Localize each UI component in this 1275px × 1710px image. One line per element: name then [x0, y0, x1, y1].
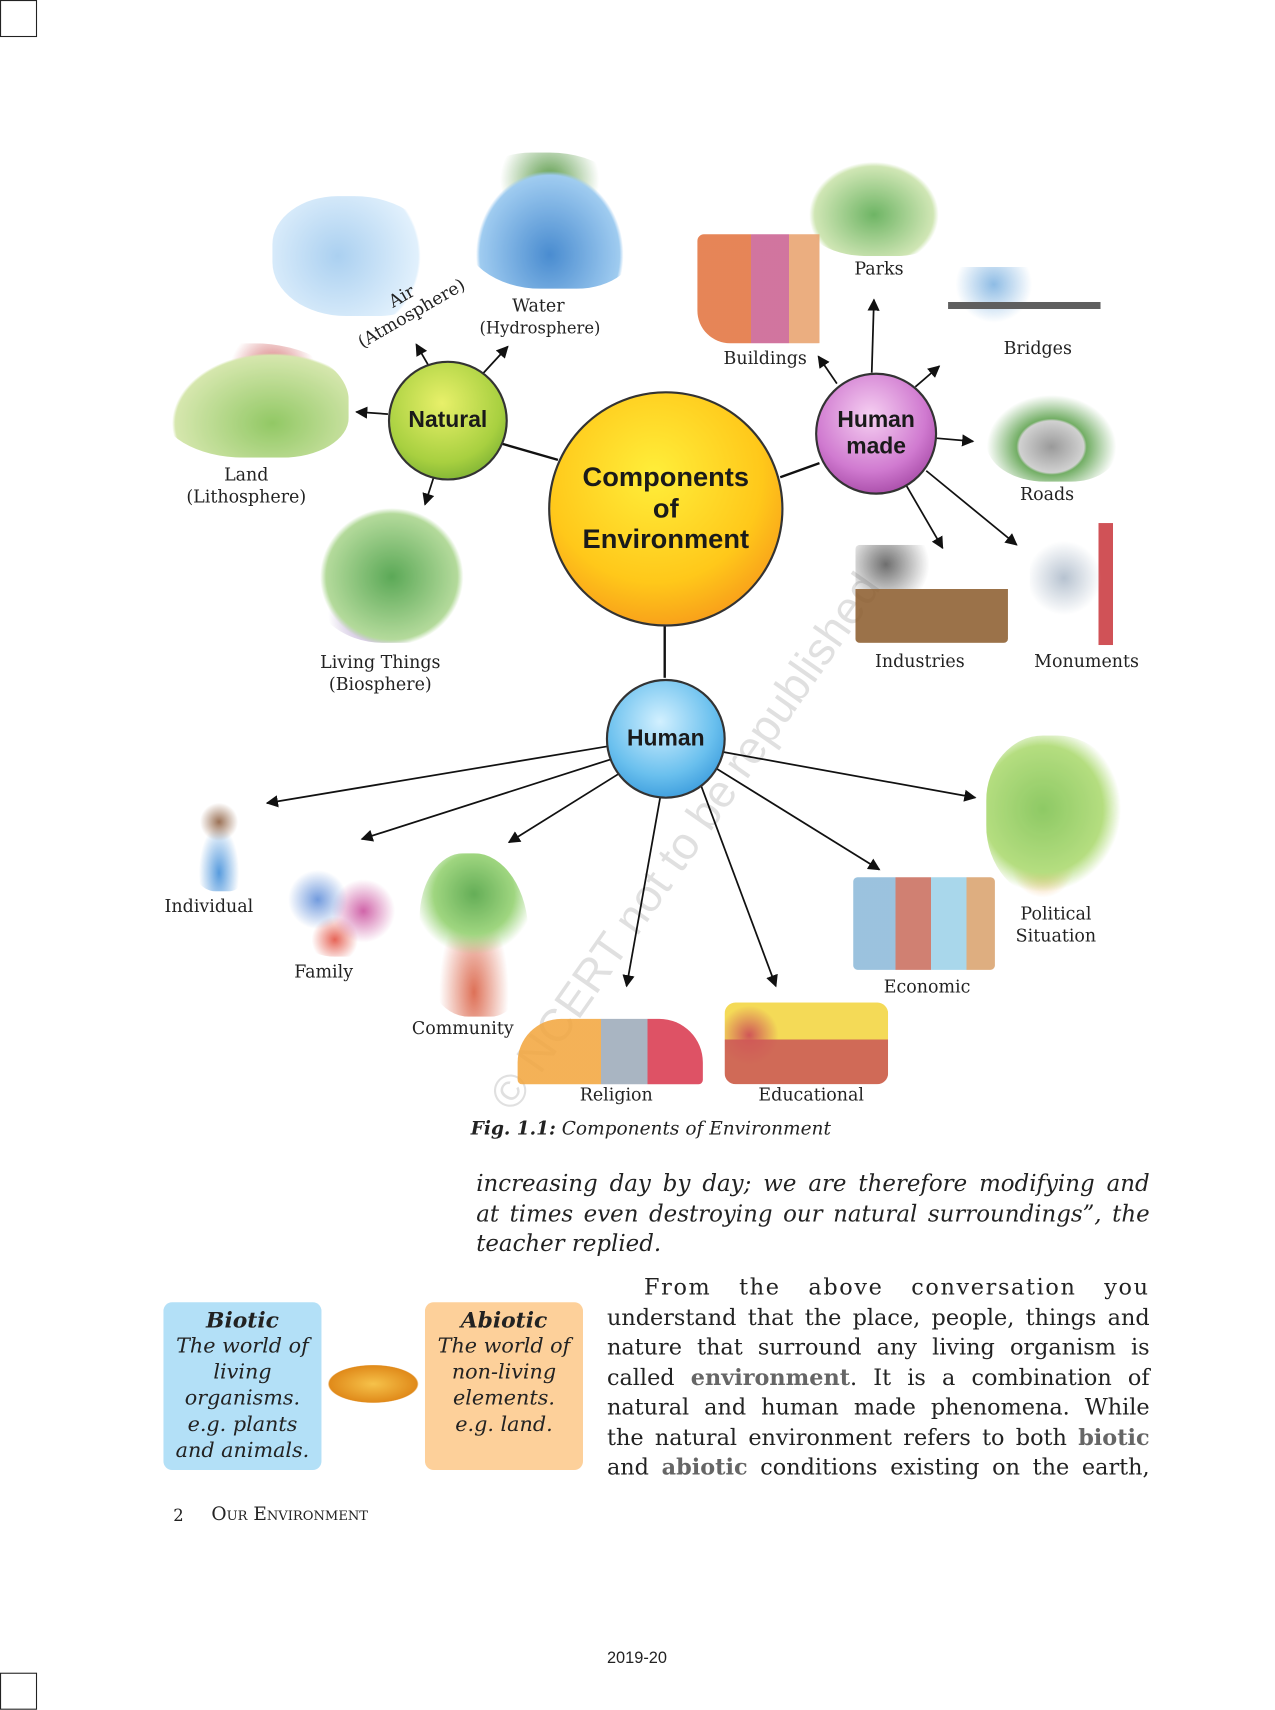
- individual-illustration: [187, 798, 251, 892]
- center-line-2: of: [652, 493, 679, 524]
- center-line-3: Environment: [582, 524, 750, 556]
- label-economic: Economic: [883, 976, 971, 998]
- natural-hub: Natural: [387, 360, 508, 481]
- label-water: Water(Hydrosphere): [479, 295, 601, 338]
- political-map-illustration: [986, 735, 1128, 900]
- label-living-things: Living Things(Biosphere): [320, 651, 441, 695]
- running-title: Our Environment: [211, 1503, 369, 1526]
- air-illustration: [272, 196, 436, 317]
- quote-line-3: teacher replied.: [476, 1230, 662, 1257]
- buildings-illustration: [697, 234, 850, 344]
- label-religion: Religion: [579, 1084, 653, 1105]
- natural-label: Natural: [408, 407, 488, 433]
- biotic-title: Biotic: [206, 1306, 279, 1333]
- bridges-illustration: [948, 266, 1101, 355]
- label-buildings: Buildings: [723, 347, 807, 369]
- label-monuments: Monuments: [1034, 650, 1139, 672]
- label-community: Community: [411, 1017, 514, 1039]
- abiotic-box: Abiotic The world of non-living elements…: [424, 1302, 583, 1471]
- label-educational: Educational: [758, 1084, 864, 1105]
- label-individual: Individual: [164, 895, 254, 917]
- body-paragraph: From the above conversation you understa…: [606, 1273, 1150, 1480]
- land-illustration: [158, 343, 349, 458]
- label-industries: Industries: [875, 650, 965, 672]
- term-biotic: biotic: [1078, 1423, 1150, 1450]
- monuments-illustration: [1029, 523, 1128, 646]
- term-environment: environment: [690, 1363, 851, 1390]
- crop-mark-top: [0, 0, 38, 38]
- human-made-line-2: made: [846, 433, 907, 459]
- label-parks: Parks: [854, 258, 904, 279]
- roads-illustration: [986, 394, 1117, 482]
- quote-line-2: at times even destroying our natural sur…: [476, 1200, 1150, 1228]
- label-bridges: Bridges: [1003, 337, 1072, 359]
- educational-illustration: [724, 1002, 889, 1085]
- community-illustration: [419, 853, 529, 1017]
- human-label: Human: [627, 725, 705, 751]
- human-hub: Human: [605, 678, 726, 799]
- biotic-box: Biotic The world of living organisms. e.…: [163, 1302, 322, 1471]
- center-line-1: Components: [582, 461, 750, 493]
- label-roads: Roads: [1019, 483, 1075, 505]
- term-abiotic: abiotic: [661, 1453, 748, 1480]
- water-illustration: [459, 152, 640, 289]
- industries-illustration: [855, 544, 1008, 643]
- label-land: Land(Lithosphere): [186, 464, 307, 507]
- year-stamp: 2019-20: [606, 1648, 667, 1668]
- figure-caption: Fig. 1.1: Components of Environment: [470, 1118, 831, 1140]
- economic-illustration: [853, 877, 995, 970]
- living-things-illustration: [307, 495, 477, 643]
- page-number: 2: [173, 1505, 184, 1526]
- family-illustration: [283, 842, 398, 957]
- handshake-illustration: [321, 1362, 425, 1406]
- quote-line-1: increasing day by day; we are therefore …: [476, 1170, 1150, 1197]
- religion-illustration: [517, 1018, 703, 1085]
- label-family: Family: [294, 961, 354, 982]
- diagram-connectors: [265, 298, 1018, 988]
- crop-mark-bottom: [0, 1672, 38, 1710]
- human-made-line-1: Human: [837, 407, 915, 433]
- abiotic-title: Abiotic: [460, 1306, 548, 1333]
